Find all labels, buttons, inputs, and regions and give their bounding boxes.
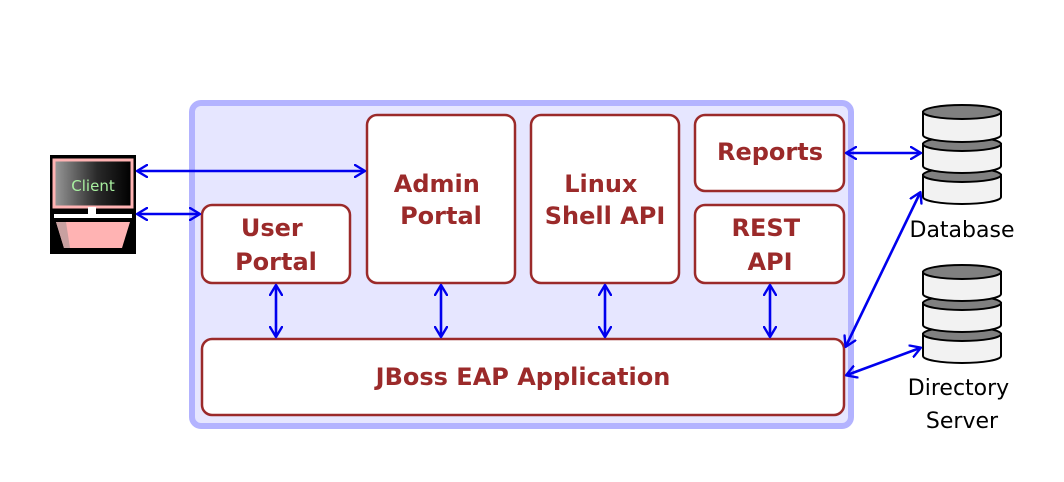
user-portal-box: User Portal xyxy=(200,203,352,285)
database-icon xyxy=(922,104,1002,205)
rest-api-box: REST API xyxy=(693,203,846,285)
user-portal-label: User Portal xyxy=(235,214,317,276)
reports-label: Reports xyxy=(717,138,823,166)
admin-portal-box: Admin Portal xyxy=(365,113,517,285)
database-label: Database xyxy=(910,218,1015,243)
directory-server-icon xyxy=(922,264,1002,364)
jboss-eap-application-label: JBoss EAP Application xyxy=(374,363,671,391)
admin-portal-label: Admin Portal xyxy=(394,170,488,230)
linux-shell-api-box: Linux Shell API xyxy=(529,113,681,285)
client-label: Client xyxy=(71,177,115,195)
directory-server-label: Directory Server xyxy=(908,376,1016,434)
jboss-eap-application-box: JBoss EAP Application xyxy=(200,337,846,417)
arrow-jboss-directory-server xyxy=(847,348,920,375)
arrow-jboss-database xyxy=(846,193,920,346)
computer-icon xyxy=(56,222,130,248)
reports-box: Reports xyxy=(693,113,846,193)
client-computer: Client xyxy=(50,155,136,254)
client-screen xyxy=(52,158,134,209)
rest-api-label: REST API xyxy=(732,214,809,276)
linux-shell-api-label: Linux Shell API xyxy=(545,170,666,230)
